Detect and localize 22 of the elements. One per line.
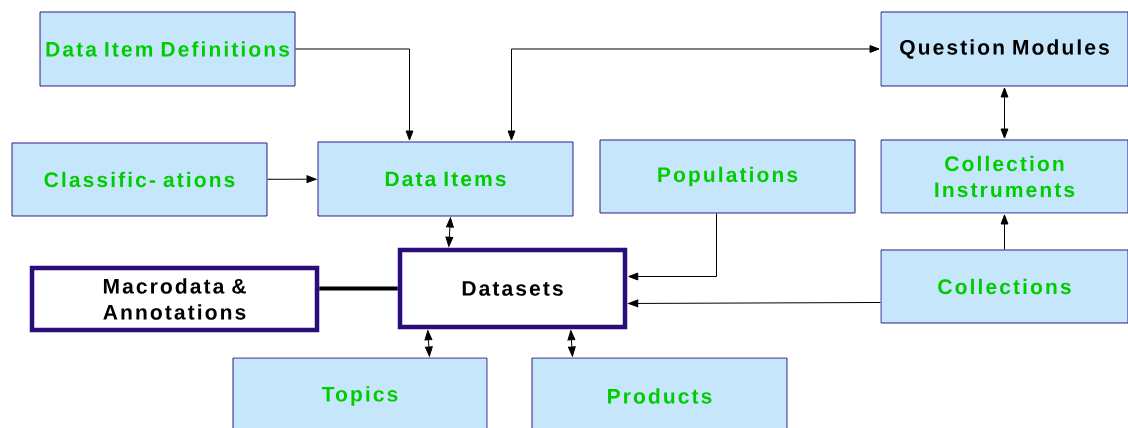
bordered-box: Macrodata & Annotations xyxy=(29,265,320,333)
process-box: Data Items xyxy=(317,141,574,217)
arrow xyxy=(1000,87,1009,139)
bordered-box: Datasets xyxy=(397,247,628,330)
process-box: Collections xyxy=(880,249,1128,324)
arrow xyxy=(1000,214,1009,250)
arrow xyxy=(507,45,880,141)
process-box: Question Modules xyxy=(880,11,1128,87)
process-box: Products xyxy=(531,357,788,428)
process-box: Classific- ations xyxy=(11,142,268,217)
process-box: Data Item Definitions xyxy=(39,11,296,87)
process-box: Collection Instruments xyxy=(880,139,1128,214)
arrow xyxy=(445,217,454,247)
arrow xyxy=(567,330,576,357)
process-box: Populations xyxy=(599,139,856,214)
arrow xyxy=(424,330,433,357)
arrow xyxy=(628,299,881,308)
connector-line xyxy=(319,286,398,291)
arrow xyxy=(267,175,317,184)
arrow xyxy=(628,213,717,281)
process-box: Topics xyxy=(232,357,488,428)
arrow xyxy=(295,48,414,141)
